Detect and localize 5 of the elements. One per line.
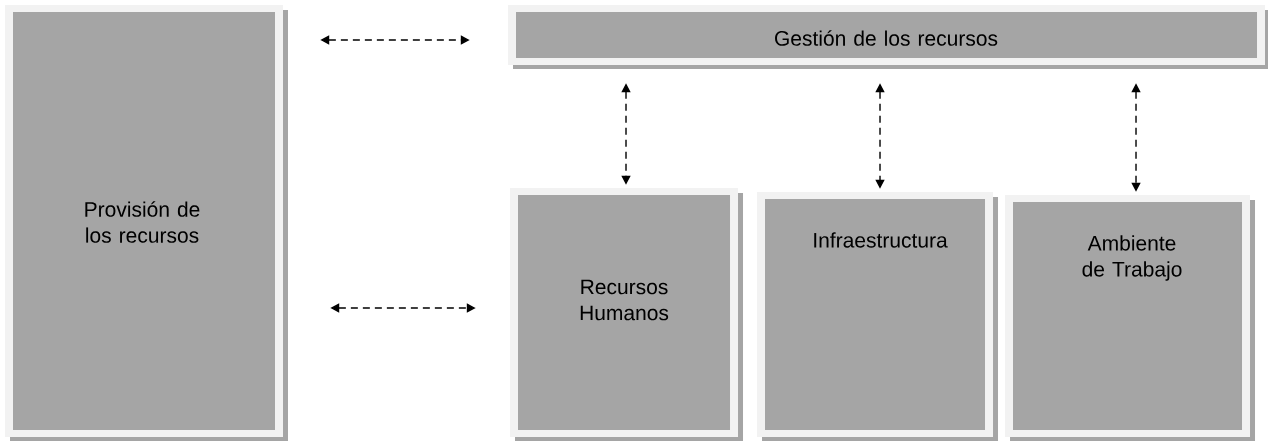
- process-box: Recursos Humanos: [510, 188, 743, 441]
- process-box: Gestión de los recursos: [508, 5, 1268, 69]
- process-box: Infraestructura: [757, 192, 998, 441]
- process-box: Ambiente de Trabajo: [1005, 195, 1255, 441]
- process-box: Provisión de los recursos: [5, 5, 288, 441]
